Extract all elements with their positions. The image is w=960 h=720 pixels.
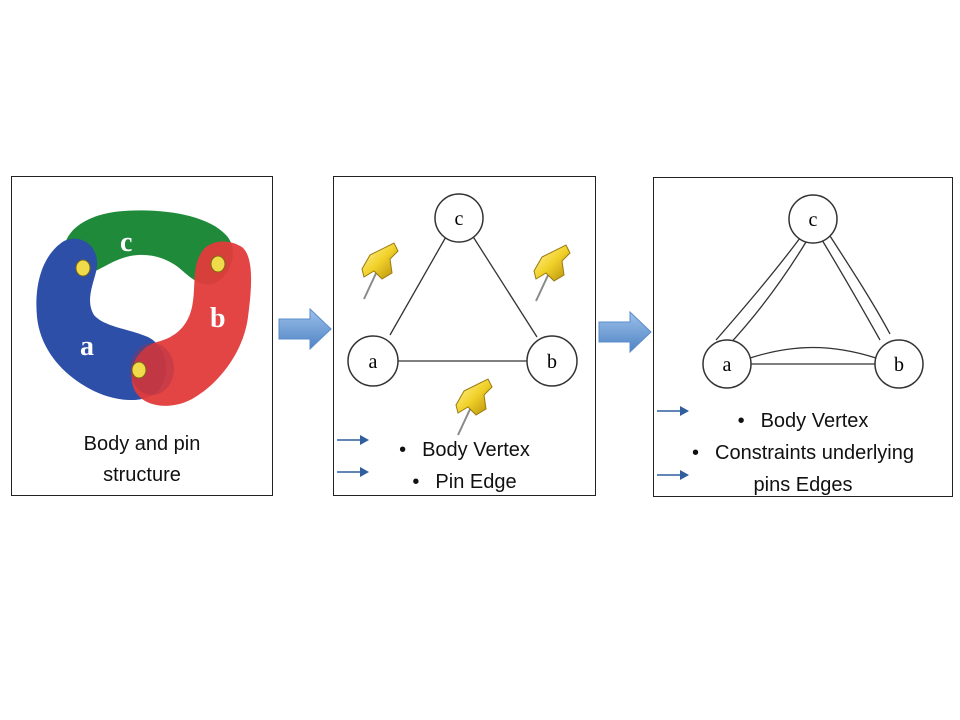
vertex-a <box>702 339 752 389</box>
pin-bc-dot <box>210 255 226 273</box>
flow-arrow-2-icon <box>598 311 652 353</box>
vertex-c <box>788 194 838 244</box>
bullet-constraints-continued: pins Edges <box>654 469 952 501</box>
bullet-constraints-term: Constraints underlying <box>715 442 914 464</box>
pushpin-right-icon <box>533 244 571 302</box>
vertex-c <box>434 193 484 243</box>
bullet-pin-edge: •Pin Edge <box>334 466 595 498</box>
vertex-a-label: a <box>369 351 378 373</box>
vertex-b-label: b <box>547 351 557 373</box>
edge-cb-1 <box>821 239 881 341</box>
edge-cb-2 <box>829 235 891 335</box>
bullet-body-term: Body <box>422 439 468 461</box>
body-label-a: a <box>80 331 94 362</box>
edge-ca-1 <box>715 237 801 341</box>
flow-arrow-1-icon <box>278 308 332 350</box>
pushpin-left-icon <box>361 242 399 300</box>
constraint-graph-panel: c a b •Body Vertex •Constraints underlyi… <box>653 177 953 497</box>
body-pin-illustration: c b a <box>36 210 252 406</box>
bullet-vertex-term: Vertex <box>811 410 869 432</box>
pin-ab-dot <box>131 361 147 379</box>
constraint-graph-bullets: •Body Vertex •Constraints underlying pin… <box>654 405 952 501</box>
caption-line-1: Body and pin <box>83 433 201 455</box>
body-pin-caption: Body and pin structure <box>12 429 272 491</box>
body-b-shape <box>131 241 252 406</box>
vertex-b-label: b <box>894 354 904 376</box>
bullet-pin-term: Pin <box>435 471 465 493</box>
body-label-b: b <box>210 303 226 334</box>
maps-to-arrow-icon <box>657 470 689 480</box>
body-pin-panel: c b a Body and pin structure <box>11 176 273 496</box>
pushpin-bottom-icon <box>455 378 493 436</box>
bullet-body-vertex: •Body Vertex <box>654 405 952 437</box>
edge-ab-1 <box>749 346 877 359</box>
vertex-b <box>526 335 578 387</box>
body-c-shape <box>63 210 233 285</box>
edge-cb <box>471 234 538 338</box>
bullet-vertex-term: Vertex <box>473 439 530 461</box>
vertex-c-label: c <box>455 208 464 230</box>
vertex-c-label: c <box>809 209 818 231</box>
body-label-c: c <box>120 227 132 258</box>
caption-line-2: structure <box>103 464 181 486</box>
maps-to-arrow-icon <box>337 467 369 477</box>
pin-graph-panel: c a b •Body Vertex •Pin Edge <box>333 176 596 496</box>
bullet-edges-term: Edges <box>795 474 853 496</box>
vertex-a <box>347 335 399 387</box>
edge-ca-2 <box>725 241 807 349</box>
maps-to-arrow-icon <box>337 435 369 445</box>
vertex-b <box>874 339 924 389</box>
bullet-body-vertex: •Body Vertex <box>334 434 595 466</box>
pin-graph-bullets: •Body Vertex •Pin Edge <box>334 434 595 498</box>
edge-ca <box>389 234 448 336</box>
pin-ac-dot <box>75 259 91 277</box>
constraint-graph-diagram: c a b <box>702 194 924 389</box>
vertex-a-label: a <box>723 354 732 376</box>
maps-to-arrow-icon <box>657 406 689 416</box>
pin-graph-diagram: c a b <box>347 193 578 436</box>
bullet-pins-term: pins <box>753 474 791 496</box>
bullet-edge-term: Edge <box>469 471 517 493</box>
body-a-shape <box>36 238 167 401</box>
bullet-body-term: Body <box>760 410 807 432</box>
bullet-constraints-edges: •Constraints underlying <box>691 442 914 464</box>
